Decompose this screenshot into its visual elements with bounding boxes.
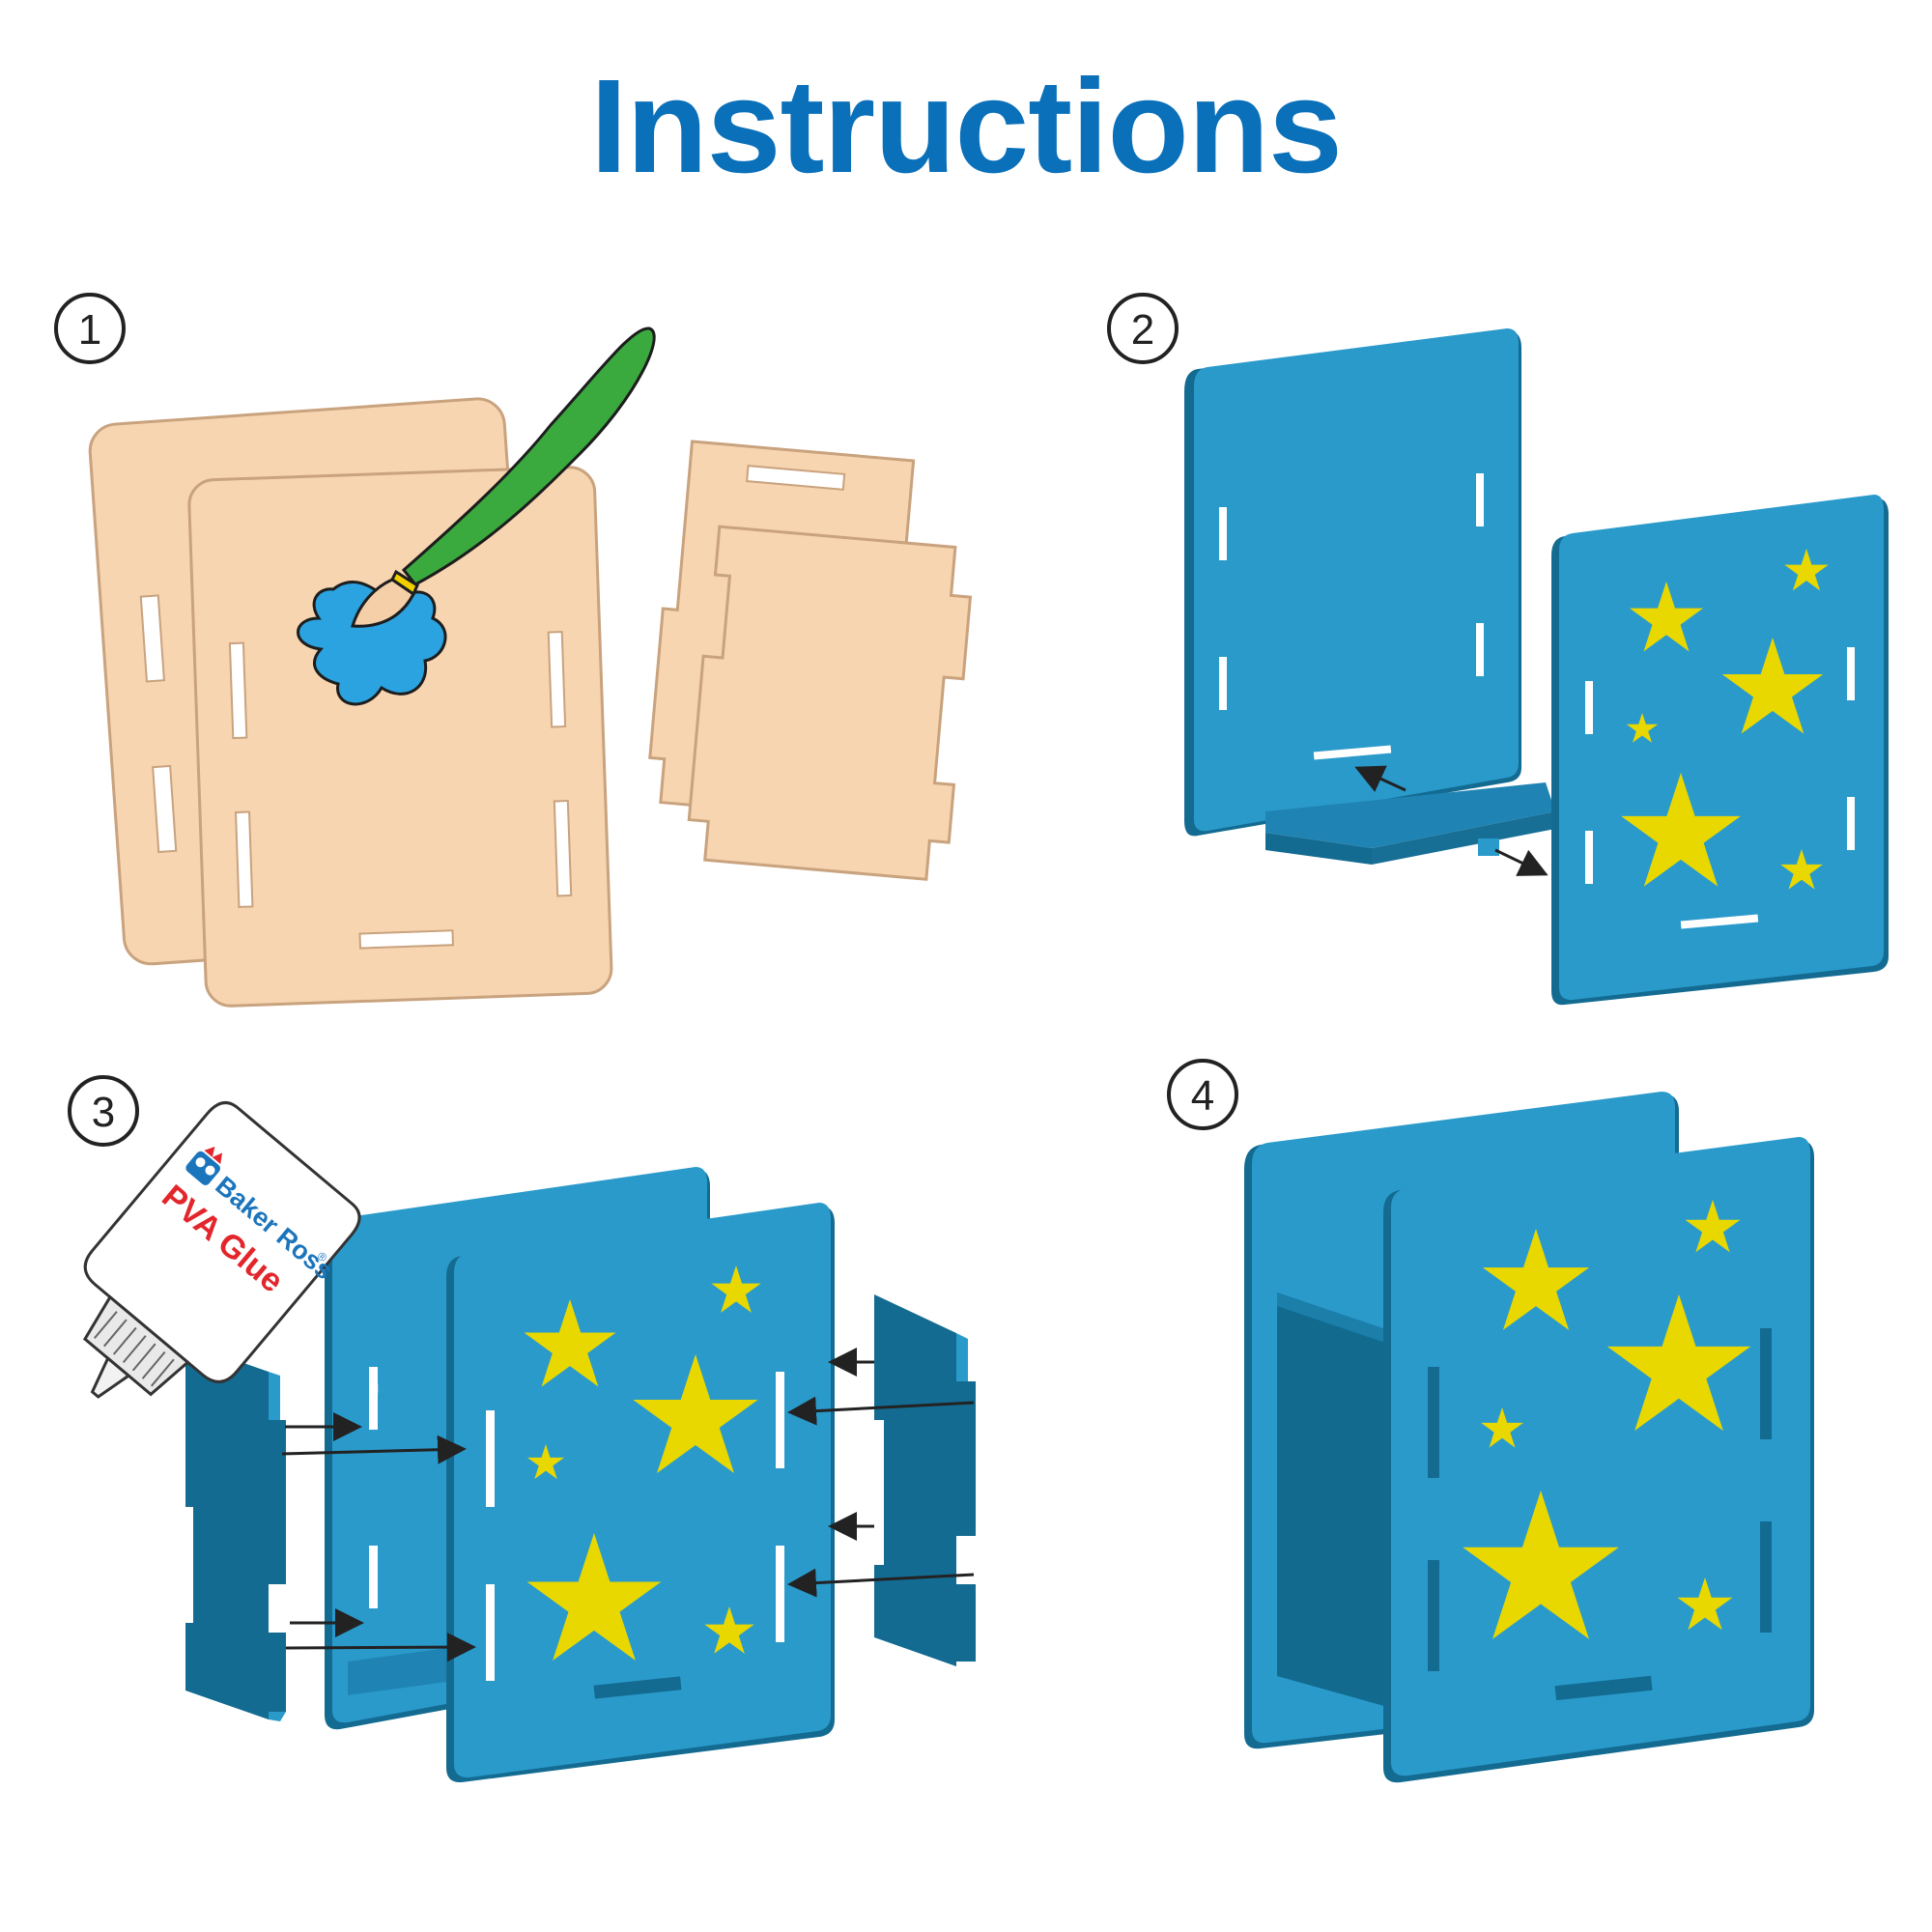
arrow-icon bbox=[787, 1568, 975, 1598]
step-1-badge: 1 bbox=[54, 293, 126, 364]
glue-bottle-icon: Baker Ross ® PVA Glue bbox=[82, 1101, 361, 1399]
blue-side-piece-right bbox=[874, 1294, 976, 1666]
blue-panel-front bbox=[1383, 1137, 1814, 1783]
wood-side-piece-front bbox=[687, 525, 973, 881]
step-3-number: 3 bbox=[92, 1089, 115, 1136]
step-1: 1 bbox=[54, 293, 973, 1008]
baker-ross-logo bbox=[185, 1147, 223, 1185]
arrow-icon bbox=[285, 1633, 476, 1662]
blue-floor-piece bbox=[348, 1647, 454, 1695]
wood-panel-front bbox=[187, 466, 613, 1008]
step-3: 3 bbox=[68, 1075, 976, 1783]
arrow-icon bbox=[1354, 765, 1406, 792]
blue-side-piece-inner bbox=[1277, 1293, 1391, 1708]
step-2-badge: 2 bbox=[1107, 293, 1179, 364]
page-title: Instructions bbox=[590, 52, 1343, 201]
arrow-icon bbox=[1494, 848, 1548, 876]
glue-line bbox=[371, 1369, 379, 1411]
step-4-badge: 4 bbox=[1167, 1059, 1238, 1130]
step-2-number: 2 bbox=[1131, 306, 1154, 354]
step-1-number: 1 bbox=[78, 306, 101, 354]
step-3-badge: 3 bbox=[68, 1075, 139, 1147]
step-4: 4 bbox=[1167, 1059, 1814, 1783]
blue-panel-front bbox=[446, 1203, 835, 1783]
step-2: 2 bbox=[1107, 293, 1889, 1006]
blue-floor-piece bbox=[1265, 782, 1555, 865]
paint-brush-icon bbox=[351, 327, 656, 628]
arrow-icon bbox=[787, 1396, 975, 1426]
arrow-icon bbox=[281, 1435, 467, 1464]
blue-panel-front bbox=[1551, 495, 1889, 1006]
blue-side-piece-left bbox=[185, 1343, 286, 1721]
blue-panel-back bbox=[1184, 328, 1521, 837]
step-4-number: 4 bbox=[1191, 1072, 1214, 1120]
